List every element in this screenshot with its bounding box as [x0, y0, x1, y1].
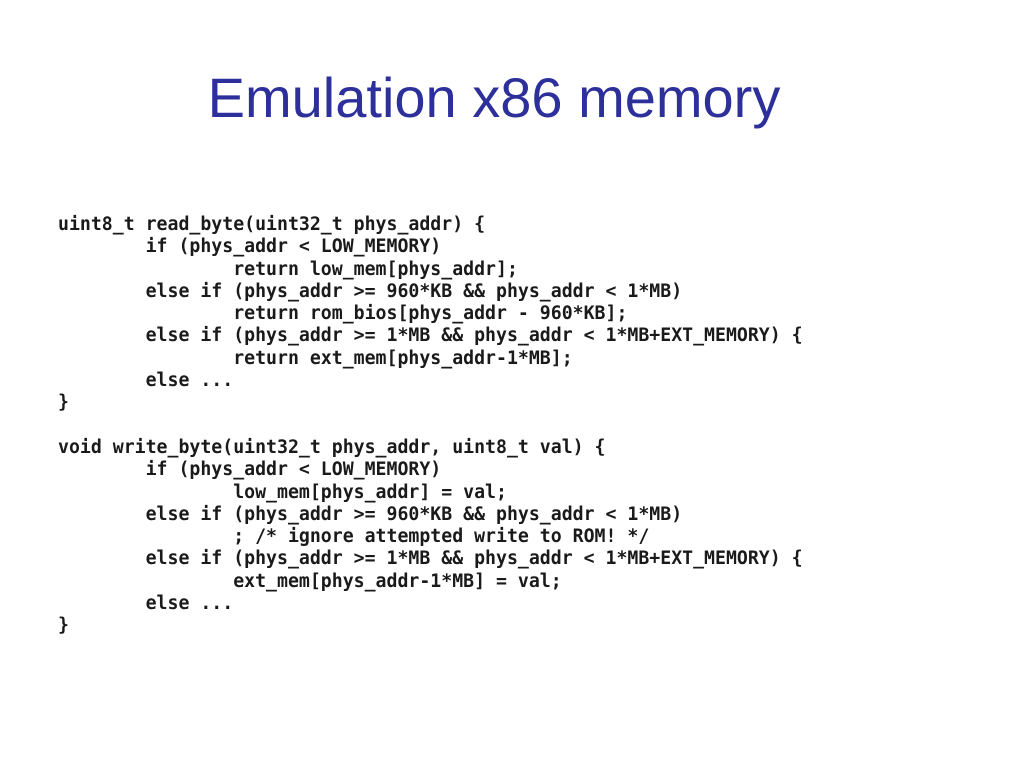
code-line: ; /* ignore attempted write to ROM! */	[58, 526, 650, 548]
code-line: low_mem[phys_addr] = val;	[58, 481, 507, 503]
code-block: uint8_t read_byte(uint32_t phys_addr) { …	[58, 214, 803, 638]
code-line: return ext_mem[phys_addr-1*MB];	[58, 347, 573, 369]
code-line: ext_mem[phys_addr-1*MB] = val;	[58, 570, 562, 592]
slide-title: Emulation x86 memory	[0, 62, 1024, 134]
code-line: return low_mem[phys_addr];	[58, 258, 518, 280]
code-line: else if (phys_addr >= 1*MB && phys_addr …	[58, 325, 803, 347]
code-line: else ...	[58, 370, 234, 392]
code-line: }	[58, 392, 69, 414]
code-line: return rom_bios[phys_addr - 960*KB];	[58, 303, 628, 325]
code-line: }	[58, 615, 69, 637]
code-line-blank	[58, 415, 803, 437]
code-line: void write_byte(uint32_t phys_addr, uint…	[58, 436, 606, 458]
code-line: else if (phys_addr >= 960*KB && phys_add…	[58, 503, 683, 525]
code-line: if (phys_addr < LOW_MEMORY)	[58, 459, 442, 481]
code-line: else ...	[58, 593, 234, 615]
code-line: if (phys_addr < LOW_MEMORY)	[58, 236, 442, 258]
code-line: else if (phys_addr >= 1*MB && phys_addr …	[58, 548, 803, 570]
code-line: uint8_t read_byte(uint32_t phys_addr) {	[58, 214, 486, 235]
code-line: else if (phys_addr >= 960*KB && phys_add…	[58, 280, 683, 302]
slide-title-text: Emulation x86 memory	[207, 66, 781, 129]
